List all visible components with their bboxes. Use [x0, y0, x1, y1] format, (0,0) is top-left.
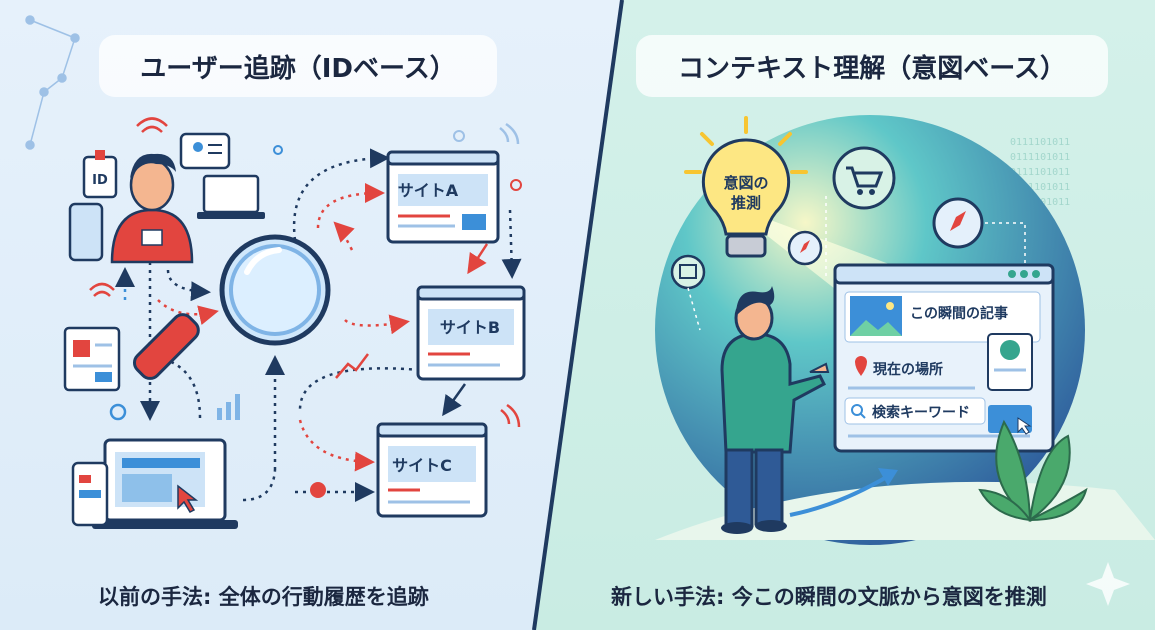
bulb-label-line2: 推測: [731, 194, 761, 212]
person-icon: [110, 153, 194, 264]
document-icon: [63, 326, 121, 392]
chart-bars-icon: [217, 394, 240, 420]
sparkle-icon: [1086, 562, 1130, 606]
light-bulb-icon: 意図の 推測: [684, 116, 808, 258]
search-keyword-label: 検索キーワード: [872, 404, 970, 421]
context-window[interactable]: この瞬間の記事 現在の場所 検索キーワード: [833, 263, 1055, 453]
magnifying-glass-icon: [132, 234, 331, 380]
svg-text:0111101011: 0111101011: [1010, 182, 1070, 193]
wifi-icon: [136, 117, 168, 133]
shopping-cart-icon: [832, 146, 896, 210]
cart-register-icon: [670, 254, 706, 290]
id-badge-icon: ID: [82, 150, 118, 199]
network-constellation: [25, 15, 80, 150]
id-badge-text: ID: [92, 173, 108, 188]
trend-arrow-icon: [335, 353, 369, 379]
phone-screen-icon: [71, 461, 109, 527]
tracking-arrows: [115, 148, 522, 502]
person-back-icon: [720, 286, 830, 534]
plant-icon: [978, 419, 1088, 523]
wifi-icons-small: [89, 122, 521, 428]
panel-divider: [532, 0, 624, 630]
smartphone-icon: [68, 202, 104, 262]
article-label: この瞬間の記事: [910, 305, 1008, 322]
site-c-window[interactable]: サイトC: [376, 422, 488, 518]
left-title: ユーザー追跡（IDベース）: [99, 35, 497, 97]
laptop-cursor-icon: [92, 438, 238, 529]
site-b-window[interactable]: サイトB: [416, 285, 526, 381]
right-title: コンテキスト理解（意図ベース）: [636, 35, 1108, 97]
bulb-label-line1: 意図の: [723, 174, 768, 192]
decorative-dots: [109, 130, 522, 498]
left-caption: 以前の手法: 全体の行動履歴を追跡: [98, 585, 429, 609]
growth-arrow: [789, 468, 898, 517]
site-b-label: サイトB: [440, 318, 500, 337]
connector-lines: [687, 196, 1026, 331]
svg-text:0111101011: 0111101011: [1010, 137, 1070, 148]
compass-small-icon: [787, 230, 823, 266]
laptop-icon: [197, 174, 265, 219]
location-label: 現在の場所: [873, 361, 943, 378]
site-a-label: サイトA: [398, 181, 459, 200]
site-a-window[interactable]: サイトA: [386, 150, 500, 244]
right-caption: 新しい手法: 今この瞬間の文脈から意図を推測: [611, 585, 1047, 609]
svg-text:0111101011: 0111101011: [1010, 167, 1070, 178]
profile-chat-icon: [179, 132, 231, 170]
svg-text:0111101011: 0111101011: [1010, 152, 1070, 163]
site-c-label: サイトC: [392, 456, 452, 475]
compass-icon: [932, 197, 984, 249]
